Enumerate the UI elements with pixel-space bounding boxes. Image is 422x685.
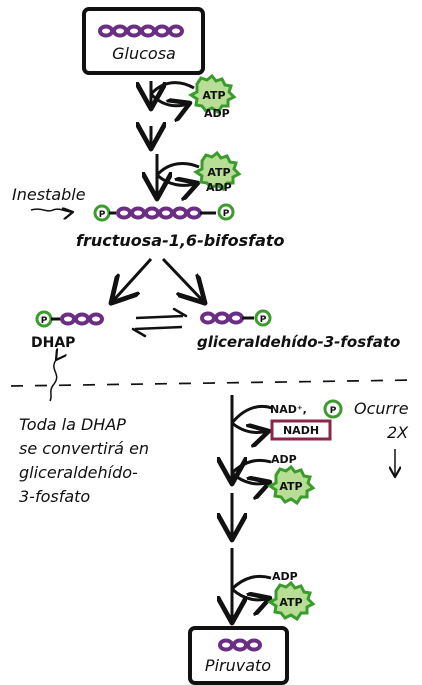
g3p-molecule: P — [200, 309, 272, 327]
nad-reduction-step: NAD⁺, P NADH — [230, 399, 343, 441]
twice-label: 2X — [387, 423, 409, 442]
g3p-phosphate-icon — [254, 309, 272, 327]
dhap-note-line-2: se convertirá en — [19, 439, 149, 458]
nad-label: NAD⁺, — [270, 403, 307, 416]
step-3-arrows — [157, 154, 199, 196]
occurs-label: Ocurre — [354, 399, 409, 418]
equilibrium-arrows — [131, 307, 188, 338]
nadh-box — [270, 419, 332, 441]
adp-label-3: ADP — [271, 453, 297, 466]
pyruvate-node: Piruvato — [188, 626, 289, 685]
phosphate-label-right: P — [223, 209, 230, 219]
fructose-bisphosphate-molecule: P P — [93, 203, 235, 222]
atp-label-2: ATP — [207, 166, 230, 179]
unstable-arrow — [30, 209, 73, 212]
glucose-carbon-chain — [98, 24, 184, 38]
step-1-arrows — [151, 81, 195, 106]
atp-label-1: ATP — [202, 89, 225, 102]
atp-badge-2: ATP — [193, 150, 242, 192]
adp-atp-step-2: ADP ATP — [230, 570, 316, 622]
atp-label-4: ATP — [279, 596, 302, 609]
g3p-phosphate-label: P — [260, 315, 267, 325]
adp-atp-step-1: ADP ATP — [230, 453, 316, 506]
dhap-phosphate-label: P — [41, 316, 48, 326]
glucose-box — [82, 7, 205, 75]
split-arrows — [113, 257, 203, 301]
occurs-twice-note: Ocurre 2X — [354, 399, 409, 477]
glucose-label: Glucosa — [112, 44, 176, 63]
glucose-node: Glucosa — [82, 7, 205, 75]
dhap-conversion-note: Toda la DHAP se convertirá en gliceralde… — [19, 415, 149, 506]
fructose-bisphosphate-label: fructuosa-1,6-bifosfato — [76, 231, 285, 250]
g3p-label: gliceraldehído-3-fosfato — [197, 333, 400, 351]
dhap-label: DHAP — [31, 335, 75, 351]
phosphate-icon-right — [217, 203, 235, 221]
atp-badge-1: ATP — [188, 73, 237, 115]
adp-label-4: ADP — [272, 570, 298, 583]
atp-badge-4 — [267, 580, 316, 622]
dashed-divider — [10, 379, 418, 387]
nadh-label: NADH — [283, 424, 319, 437]
pyruvate-box — [188, 626, 289, 685]
dhap-note-line-4: 3-fosfato — [19, 487, 90, 506]
dhap-molecule: P — [35, 310, 104, 328]
dhap-note-line-3: gliceraldehído- — [19, 463, 138, 482]
nad-phosphate-label: P — [330, 406, 337, 416]
unstable-note: Inestable — [12, 185, 86, 204]
phosphate-label-left: P — [99, 210, 106, 220]
dhap-note-line-1: Toda la DHAP — [19, 415, 126, 434]
adp-label-2: ADP — [206, 181, 232, 194]
nad-phosphate-icon — [323, 399, 343, 419]
pyruvate-label: Piruvato — [205, 656, 271, 675]
adp-label-1: ADP — [204, 107, 230, 120]
atp-label-3: ATP — [279, 480, 302, 493]
dhap-note-pointer — [49, 360, 57, 402]
atp-badge-3 — [267, 464, 316, 506]
